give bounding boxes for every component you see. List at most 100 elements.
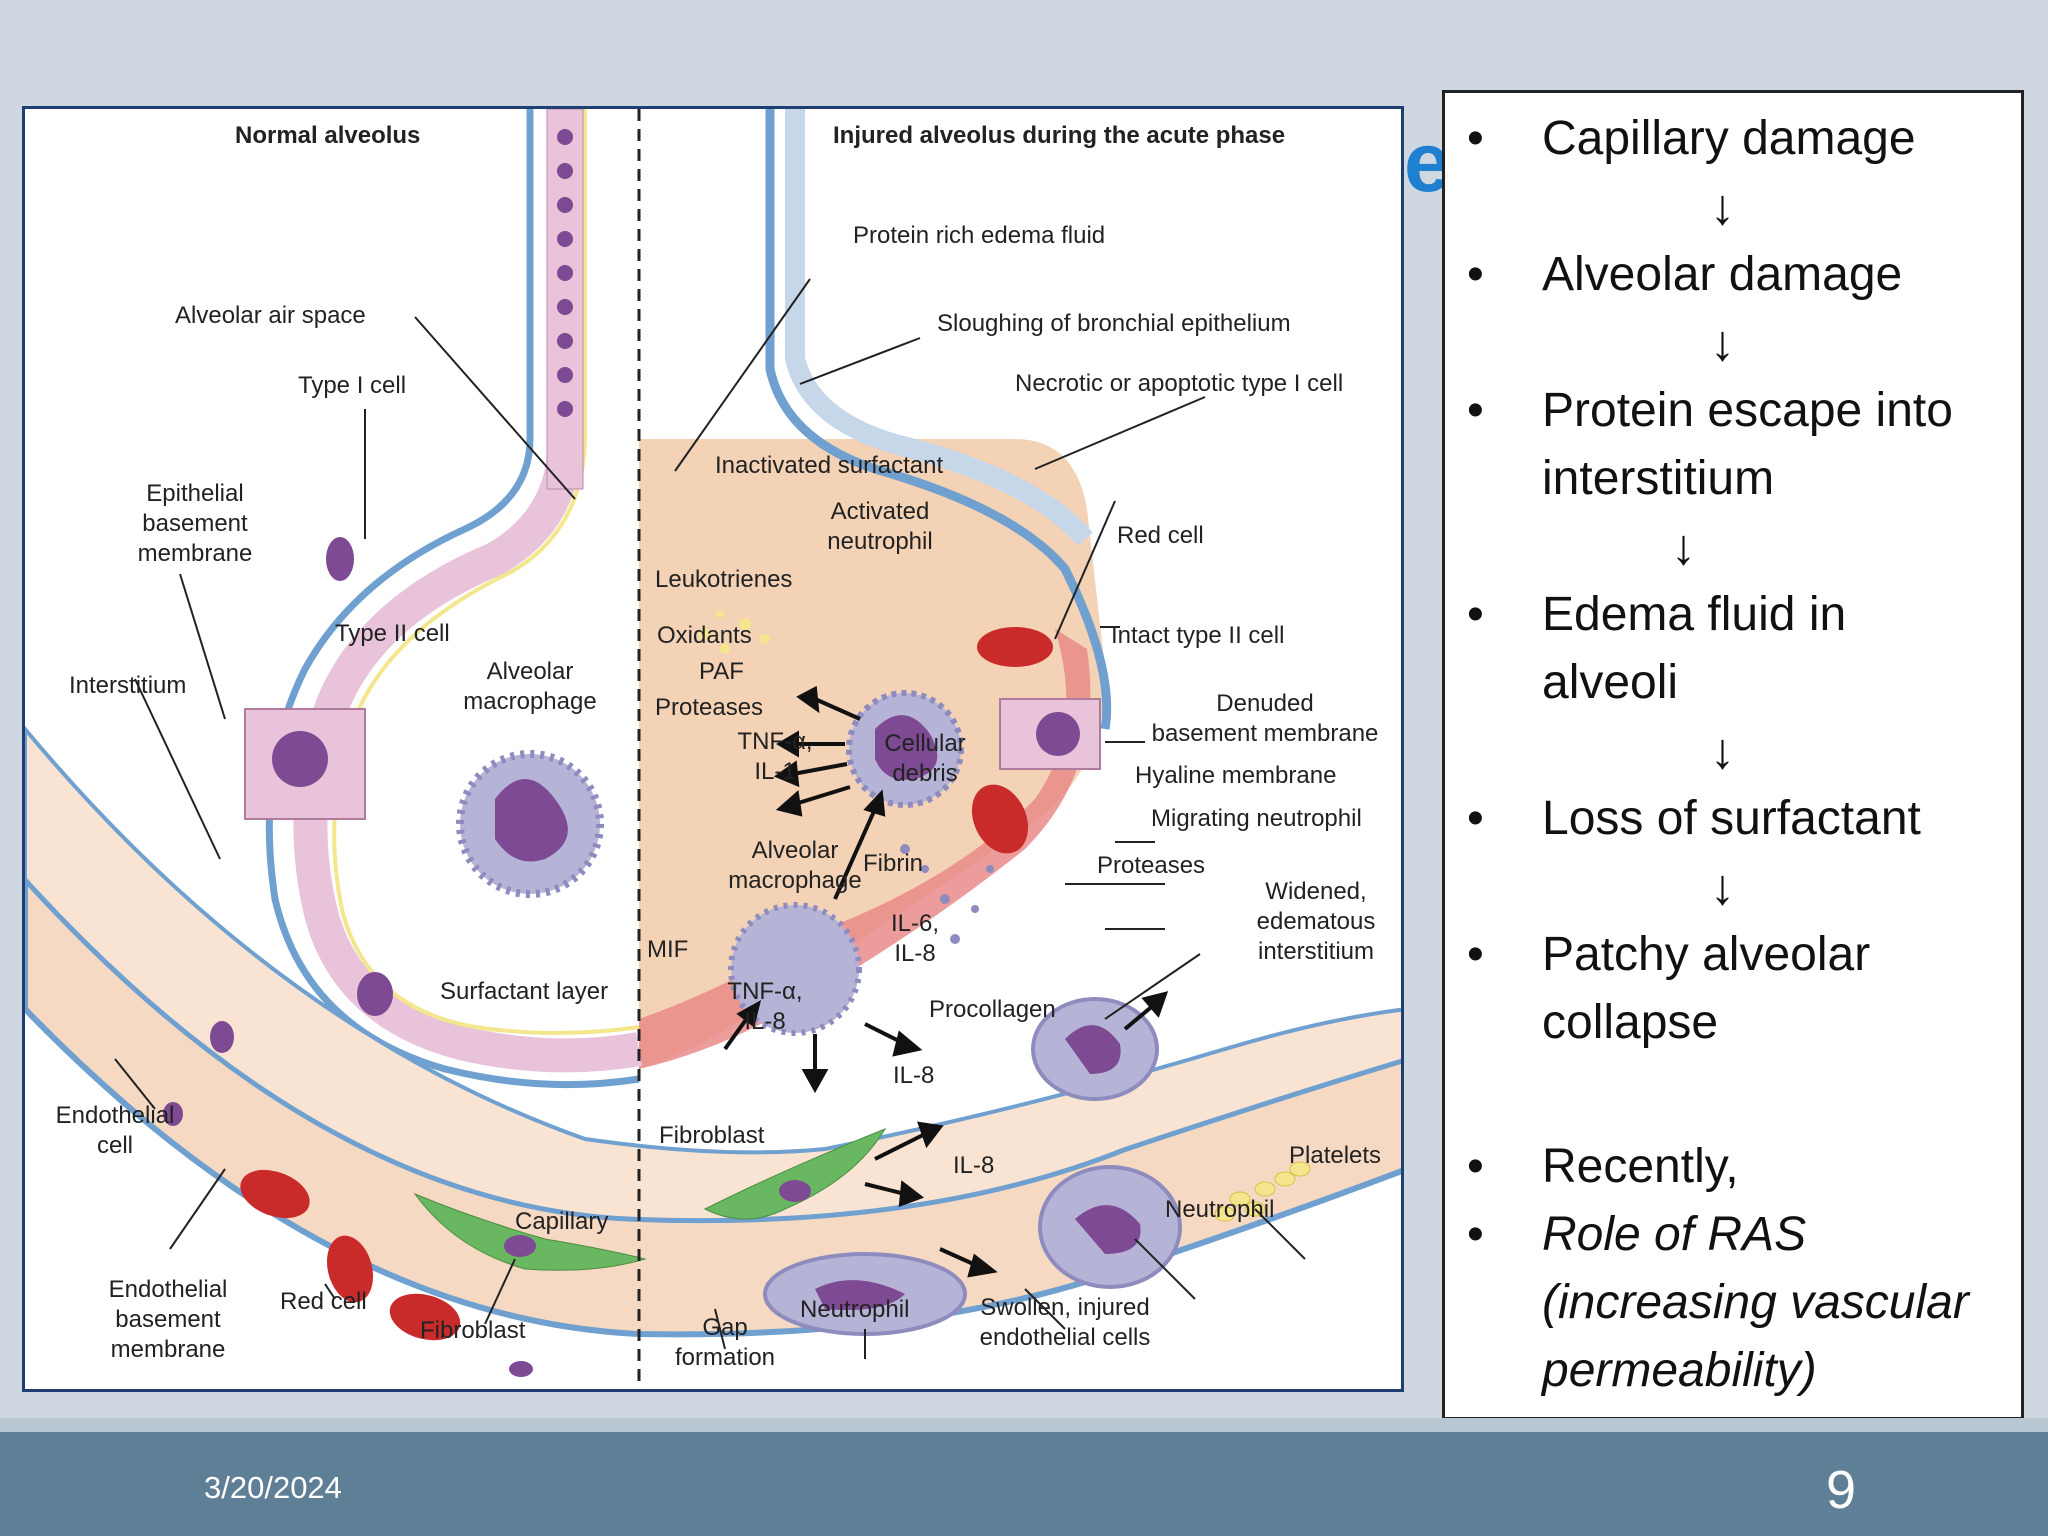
endothelial-nucleus <box>210 1021 234 1053</box>
bullet-role-of-ras: Role of RAS <box>1542 1208 1807 1261</box>
label-mif: MIF <box>647 936 689 963</box>
heading-normal: Normal alveolus <box>235 122 421 149</box>
slide-footer <box>0 1432 2048 1536</box>
bullet-icon: • <box>1467 1140 1484 1193</box>
label-red-cell-left: Red cell <box>280 1288 367 1315</box>
bullet-icon: • <box>1467 928 1484 981</box>
interstitium-band <box>25 725 1401 1223</box>
label-hyaline-membrane: Hyaline membrane <box>1135 762 1337 789</box>
bullet-protein-escape: Protein escape into <box>1542 384 1953 437</box>
bullet-icon: • <box>1467 384 1484 437</box>
bronchiole-epithelium-right <box>785 109 1093 546</box>
intact-type-ii-cell <box>999 698 1101 770</box>
label-migrating-neutrophil: Migrating neutrophil <box>1151 805 1362 832</box>
diagram-illustration <box>25 109 1401 1389</box>
heading-injured: Injured alveolus during the acute phase <box>833 122 1286 149</box>
bullet-recently: Recently, <box>1542 1140 1739 1193</box>
label-fibrin: Fibrin <box>863 850 924 877</box>
label-platelets: Platelets <box>1289 1142 1382 1169</box>
down-arrow-icon: ↓ <box>1710 179 1735 235</box>
inactivated-surfactant <box>699 610 770 654</box>
leader-lines <box>114 278 1306 1359</box>
bullet-icon: • <box>1467 588 1484 641</box>
footer-date: 3/20/2024 <box>204 1470 342 1505</box>
down-arrow-icon: ↓ <box>1710 859 1735 915</box>
label-fibroblast-right: Fibroblast <box>659 1122 765 1149</box>
label-type-i-cell: Type I cell <box>298 372 407 399</box>
mediator-arrows <box>723 685 1169 1278</box>
label-type-ii-cell: Type II cell <box>335 620 450 647</box>
cellular-debris <box>900 844 994 944</box>
bullet-edema-fluid-cont: alveoli <box>1542 656 1679 709</box>
label-capillary: Capillary <box>515 1208 609 1235</box>
alveolar-macrophage-left <box>456 750 604 898</box>
label-interstitium: Interstitium <box>69 672 187 699</box>
bullet-loss-surfactant: Loss of surfactant <box>1542 792 1921 845</box>
label-intact-type-ii: Intact type II cell <box>1111 622 1285 649</box>
red-cell <box>971 784 1029 854</box>
label-il6-il8: IL-6,IL-8 <box>890 910 940 967</box>
label-fibroblast-left: Fibroblast <box>420 1317 526 1344</box>
red-cell <box>240 1169 310 1219</box>
footer-divider <box>0 1418 2048 1432</box>
label-neutrophil-lower: Neutrophil <box>800 1296 910 1323</box>
pathophysiology-text-box: • Capillary damage ↓ • Alveolar damage ↓… <box>1442 90 2024 1420</box>
red-cell <box>326 1235 374 1303</box>
bullet-icon: • <box>1467 112 1484 165</box>
bullet-icon: • <box>1467 1208 1484 1261</box>
endothelial-nucleus <box>163 1102 183 1126</box>
neutrophil-capillary <box>1038 1165 1182 1289</box>
fibroblast-right <box>703 1127 887 1220</box>
label-alveolar-air-space: Alveolar air space <box>175 302 366 329</box>
bullet-patchy-collapse-cont: collapse <box>1542 996 1719 1049</box>
bullet-role-of-ras-cont1: (increasing vascular <box>1542 1276 1969 1329</box>
ards-alveolus-diagram: Normal alveolus Injured alveolus during … <box>22 106 1404 1392</box>
label-red-cell-right: Red cell <box>1117 522 1204 549</box>
bullet-icon: • <box>1467 792 1484 845</box>
label-tnf-il8: TNF-α,IL-8 <box>727 978 803 1035</box>
down-arrow-icon: ↓ <box>1671 519 1696 575</box>
down-arrow-icon: ↓ <box>1710 723 1735 779</box>
fibroblast-left <box>413 1192 647 1271</box>
migrating-neutrophil <box>1031 997 1159 1101</box>
label-leukotrienes: Leukotrienes <box>655 566 793 593</box>
bullet-edema-fluid: Edema fluid in <box>1542 588 1847 641</box>
label-procollagen: Procollagen <box>929 996 1056 1023</box>
neutrophil-capillary-lower <box>763 1252 967 1336</box>
label-neutrophil-capillary: Neutrophil <box>1165 1196 1275 1223</box>
down-arrow-icon: ↓ <box>1710 315 1735 371</box>
type-ii-cell-left <box>244 708 366 820</box>
epithelial-column <box>546 109 584 490</box>
bronchiole-wall-right <box>765 109 1112 730</box>
label-paf: PAF <box>699 658 744 685</box>
activated-neutrophil <box>846 690 964 808</box>
endothelial-nucleus <box>509 1361 533 1377</box>
label-protein-rich-edema: Protein rich edema fluid <box>853 222 1106 249</box>
label-sloughing: Sloughing of bronchial epithelium <box>937 310 1291 337</box>
type-i-nucleus <box>326 537 354 581</box>
bullet-icon: • <box>1467 248 1484 301</box>
bullet-role-of-ras-cont2: permeability) <box>1542 1344 1817 1397</box>
label-oxidants: Oxidants <box>657 622 752 649</box>
red-cell <box>977 627 1053 667</box>
bullet-capillary-damage: Capillary damage <box>1542 112 1916 165</box>
bullet-protein-escape-cont: interstitium <box>1542 452 1775 505</box>
label-tnf-il1: TNF-α,IL-1 <box>737 728 813 785</box>
bullet-alveolar-damage: Alveolar damage <box>1542 248 1903 301</box>
alveolar-macrophage-right <box>728 902 862 1036</box>
label-necrotic-type-i: Necrotic or apoptotic type I cell <box>1015 370 1344 397</box>
label-il8-capillary: IL-8 <box>953 1152 995 1179</box>
label-inactivated-surfactant: Inactivated surfactant <box>715 452 944 479</box>
label-proteases: Proteases <box>655 694 764 721</box>
footer-page-number: 9 <box>1826 1460 1857 1520</box>
epithelium-left <box>293 109 642 1073</box>
